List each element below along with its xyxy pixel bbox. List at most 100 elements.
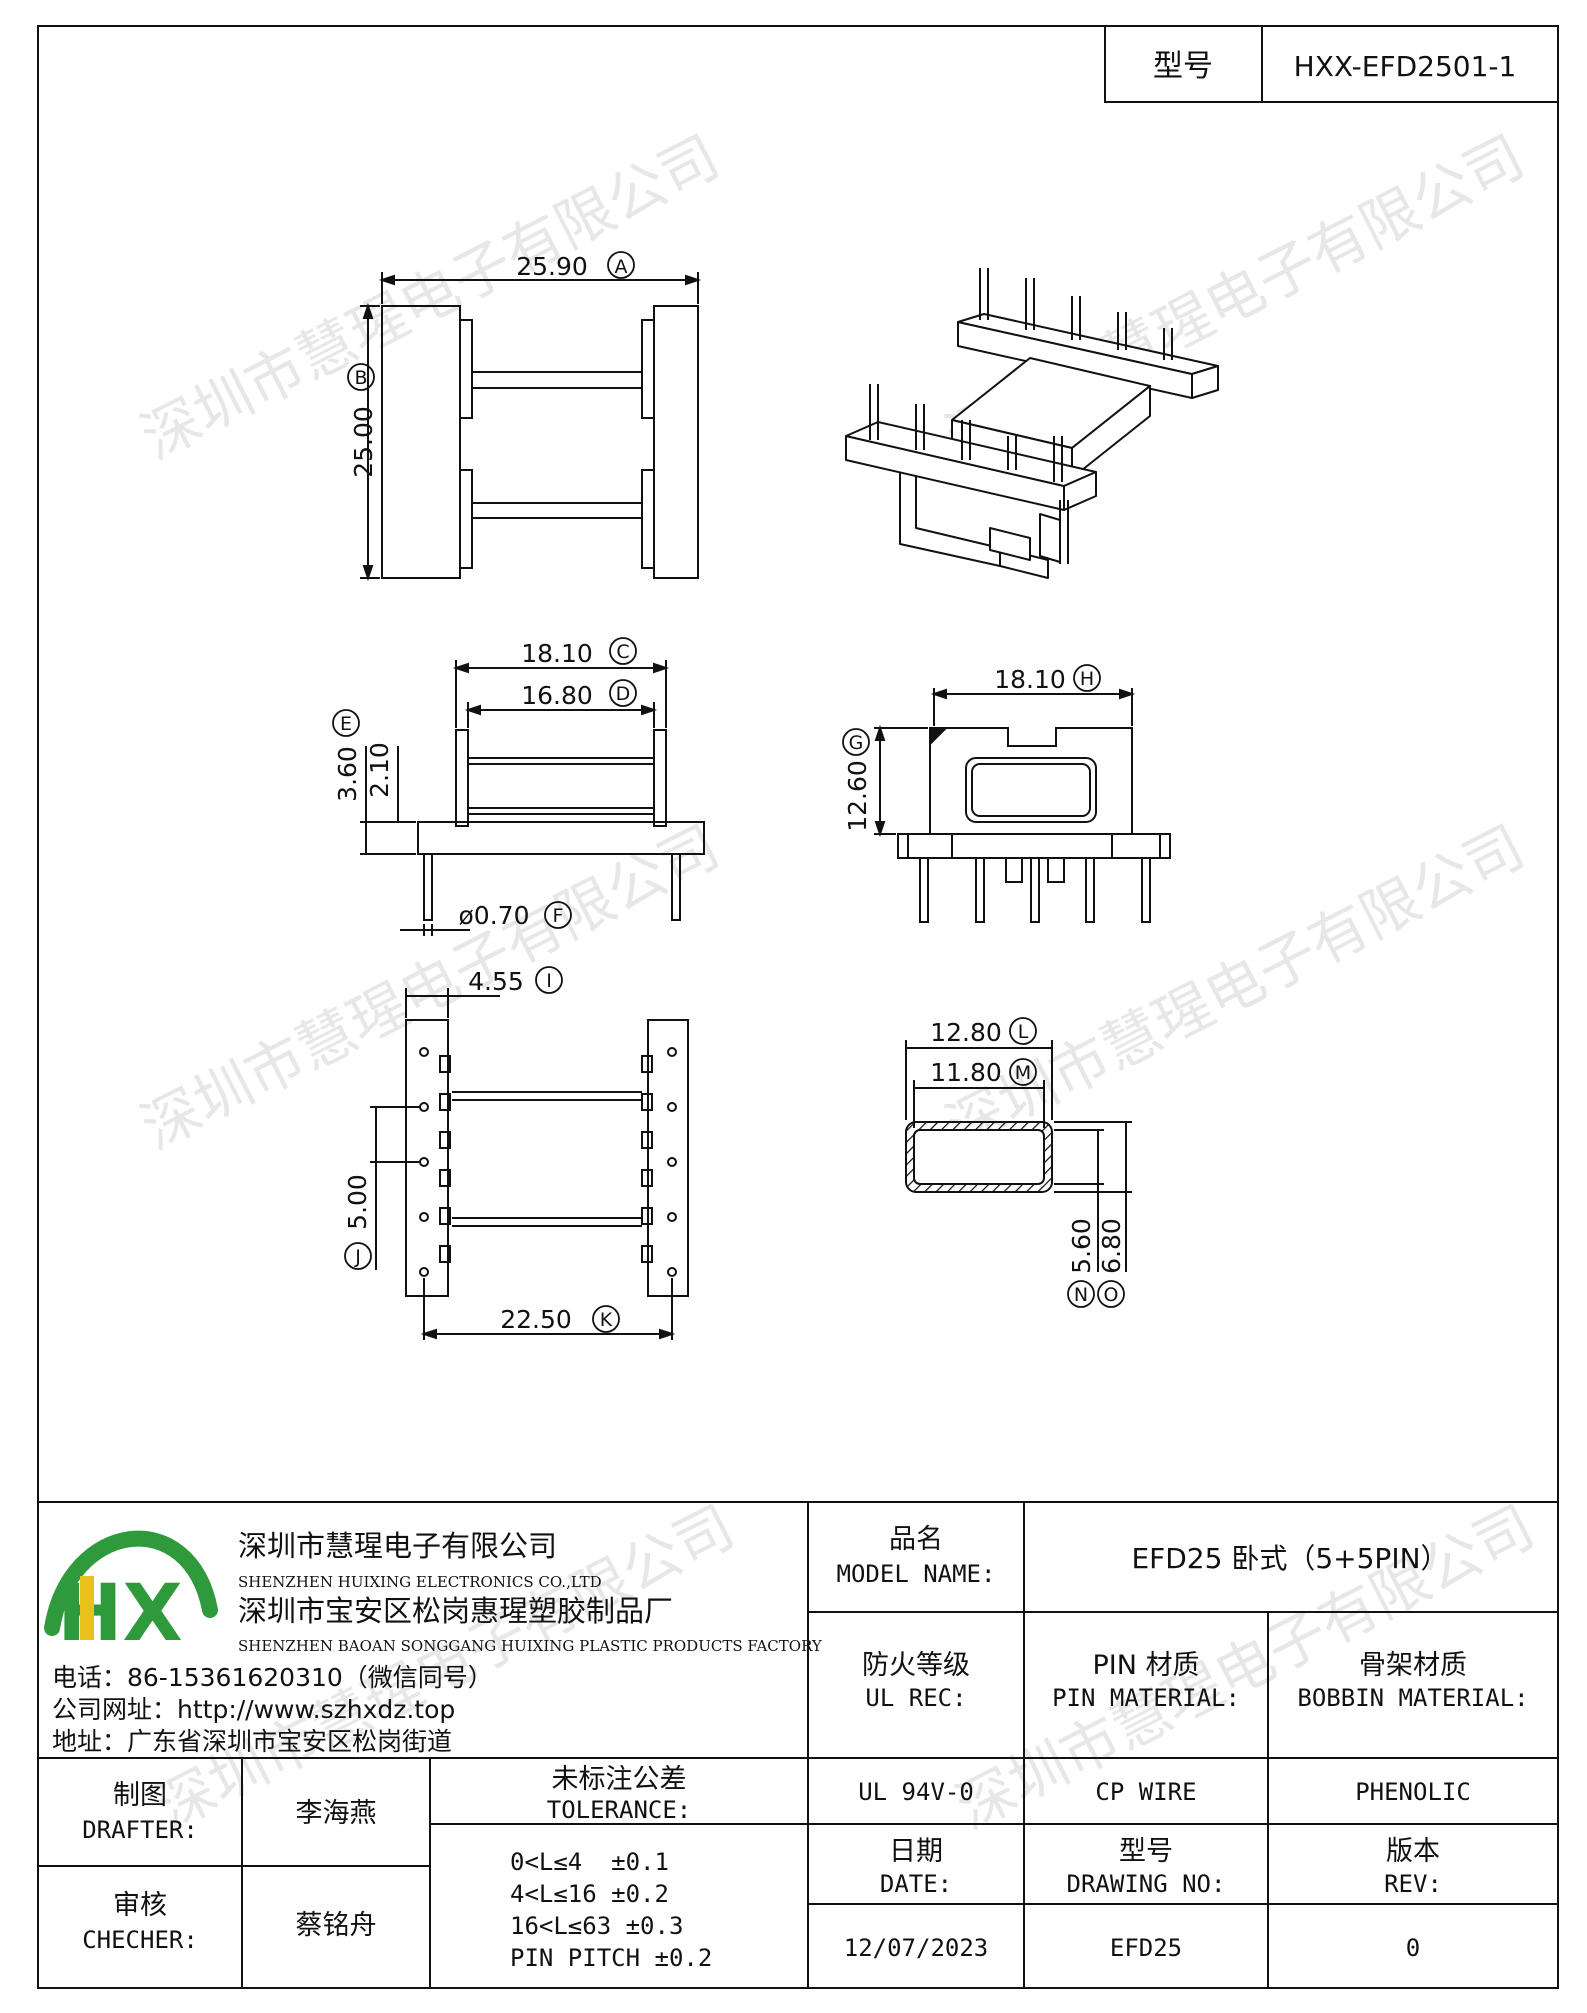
pin-material-cn: PIN 材质 (1092, 1650, 1199, 1681)
dim-b-tag: B (354, 367, 367, 389)
dim-e-tag: E (340, 713, 352, 735)
dim-m-tag-circle (1009, 1058, 1037, 1086)
rev-label-cn: 版本 (1386, 1836, 1440, 1867)
dim-c-value: 18.10 (521, 639, 593, 668)
pin-material-value: CP WIRE (1095, 1778, 1196, 1806)
top-view (360, 272, 702, 582)
tolerance-line: 16<L≤63 ±0.3 (510, 1912, 683, 1940)
drafter-label-en: DRAFTER: (82, 1816, 198, 1844)
dim-f-value: ø0.70 (459, 901, 530, 930)
model-name-en: MODEL NAME: (837, 1560, 996, 1588)
isometric-view (845, 268, 1219, 579)
dim-m-tag: M (1015, 1062, 1031, 1084)
dim-d-tag-circle (609, 679, 637, 707)
watermark-text: 深圳市慧瑆电子有限公司 (935, 812, 1534, 1162)
drawing-no-value: EFD25 (1110, 1934, 1182, 1962)
drawing-no-label-cn: 型号 (1119, 1836, 1173, 1867)
fire-rating-cn: 防火等级 (862, 1650, 970, 1681)
dim-d-tag: D (616, 683, 631, 705)
bobbin-material-value: PHENOLIC (1355, 1778, 1471, 1806)
dim-o-tag: O (1104, 1284, 1119, 1306)
dim-k-tag-circle (592, 1305, 620, 1333)
date-label-cn: 日期 (889, 1836, 943, 1867)
dim-l-tag: L (1018, 1021, 1029, 1043)
drafter-value: 李海燕 (296, 1798, 377, 1829)
drawing-no-label-en: DRAWING NO: (1067, 1870, 1226, 1898)
tolerance-line: 0<L≤4 ±0.1 (510, 1848, 669, 1876)
bobbin-material-en: BOBBIN MATERIAL: (1297, 1684, 1528, 1712)
dim-a-value: 25.90 (516, 252, 588, 281)
dim-f-tag-circle (544, 901, 572, 929)
dim-c-tag-circle (609, 637, 637, 665)
rev-label-en: REV: (1384, 1870, 1442, 1898)
header-model-box: 型号 HXX-EFD2501-1 (1104, 25, 1559, 103)
fire-rating-en: UL REC: (865, 1684, 966, 1712)
dim-m-value: 11.80 (930, 1058, 1002, 1087)
dim-h-value: 18.10 (994, 665, 1066, 694)
dim-h-tag-circle (1073, 664, 1101, 692)
drafter-label-cn: 制图 (113, 1780, 167, 1811)
bobbin-material-cn: 骨架材质 (1359, 1650, 1467, 1681)
dim-g-value: 12.60 (843, 760, 872, 832)
dim-c-tag: C (616, 641, 629, 663)
factory-name-cn: 深圳市宝安区松岗惠瑆塑胶制品厂 (238, 1594, 673, 1628)
logo-letters: HX (57, 1569, 182, 1659)
checker-value: 蔡铭舟 (296, 1910, 377, 1941)
company-address: 地址：广东省深圳市宝安区松岗街道 (52, 1727, 452, 1756)
tolerance-label-cn: 未标注公差 (552, 1764, 687, 1795)
dim-flange-value: 2.10 (365, 742, 394, 798)
dim-j-tag: J (354, 1246, 361, 1268)
dim-e-tag-circle (332, 709, 360, 737)
dim-n-tag-circle (1067, 1280, 1095, 1308)
fire-rating-value: UL 94V-0 (858, 1778, 974, 1806)
header-model-value: HXX-EFD2501-1 (1294, 50, 1517, 83)
dim-h-tag: H (1080, 668, 1094, 690)
dim-b-tag-circle (347, 363, 375, 391)
dim-i-value: 4.55 (468, 967, 524, 996)
dim-b-value: 25.00 (349, 406, 378, 478)
checker-label-cn: 审核 (113, 1890, 167, 1921)
sheet-border (37, 25, 1559, 1989)
dim-n-value: 5.60 (1067, 1218, 1096, 1274)
company-website: 公司网址：http://www.szhxdz.top (52, 1695, 455, 1724)
watermark-text: 深圳市慧瑆电子有限公司 (130, 122, 729, 472)
dim-d-value: 16.80 (521, 681, 593, 710)
rev-value: 0 (1406, 1934, 1420, 1962)
model-name-value: EFD25 卧式（5+5PIN） (1131, 1542, 1448, 1575)
model-name-cn: 品名 (889, 1524, 943, 1555)
dim-l-value: 12.80 (930, 1018, 1002, 1047)
header-model-label: 型号 (1153, 49, 1213, 84)
title-block-grid (38, 1501, 1558, 1988)
dim-i-tag-circle (535, 966, 563, 994)
dim-i-tag: I (546, 970, 552, 992)
front-view (874, 688, 1171, 923)
dim-l-tag-circle (1009, 1017, 1037, 1045)
company-logo: HX (44, 1530, 218, 1659)
factory-name-en: SHENZHEN BAOAN SONGGANG HUIXING PLASTIC … (238, 1637, 823, 1655)
side-view (360, 660, 705, 936)
tolerance-line: 4<L≤16 ±0.2 (510, 1880, 669, 1908)
tolerance-line: PIN PITCH ±0.2 (510, 1944, 712, 1972)
dim-g-tag: G (849, 732, 864, 754)
dim-a-tag-circle (607, 251, 635, 279)
dim-k-tag: K (600, 1309, 613, 1331)
dim-g-tag-circle (842, 728, 870, 756)
dim-n-tag: N (1074, 1284, 1088, 1306)
watermark-text: 深圳市慧瑆电子有限公司 (130, 812, 729, 1162)
checker-label-en: CHECHER: (82, 1926, 198, 1954)
company-name-en: SHENZHEN HUIXING ELECTRONICS CO.,LTD (238, 1573, 602, 1591)
pin-material-en: PIN MATERIAL: (1052, 1684, 1240, 1712)
dim-k-value: 22.50 (500, 1305, 572, 1334)
dim-j-value: 5.00 (343, 1174, 372, 1230)
dim-f-tag: F (553, 905, 564, 927)
company-name-cn: 深圳市慧瑆电子有限公司 (238, 1529, 557, 1563)
dim-a-tag: A (615, 256, 628, 278)
date-value: 12/07/2023 (844, 1934, 989, 1962)
dim-j-tag-circle (344, 1242, 372, 1270)
dim-e-value: 3.60 (333, 746, 362, 802)
section-view (905, 1040, 1132, 1272)
dim-o-tag-circle (1097, 1280, 1125, 1308)
dim-o-value: 6.80 (1097, 1218, 1126, 1274)
bottom-view (370, 988, 689, 1340)
